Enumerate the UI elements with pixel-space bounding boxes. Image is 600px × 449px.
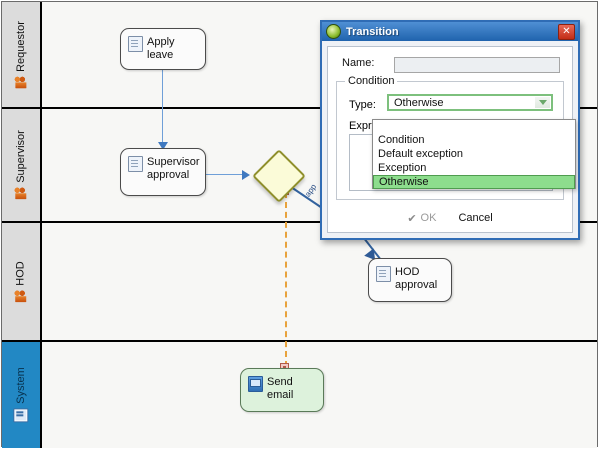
- lane-label-requestor: Requestor: [15, 20, 28, 72]
- node-label-send-email: Send email: [267, 376, 294, 401]
- ok-button-label: OK: [420, 212, 437, 224]
- people-icon: [14, 289, 28, 302]
- close-icon[interactable]: ✕: [558, 24, 575, 40]
- lane-hod[interactable]: HOD: [2, 223, 597, 342]
- dialog-title: Transition: [346, 25, 399, 38]
- document-icon: [128, 36, 143, 52]
- connector-supervisor-to-gateway-arrowhead: [242, 170, 250, 180]
- lane-label-system-wrap: System: [13, 367, 29, 423]
- type-select[interactable]: Otherwise: [387, 94, 553, 111]
- system-icon: [13, 408, 29, 423]
- lane-label-supervisor: Supervisor: [15, 130, 28, 183]
- lane-header-requestor[interactable]: Requestor: [2, 2, 42, 107]
- type-select-value: Otherwise: [394, 96, 444, 109]
- node-supervisor-approval[interactable]: Supervisor approval: [120, 148, 206, 196]
- lane-label-hod: HOD: [15, 260, 28, 286]
- name-row: Name:: [342, 57, 560, 73]
- node-hod-approval[interactable]: HOD approval: [368, 258, 452, 302]
- app-icon: [326, 24, 341, 39]
- type-dropdown-list[interactable]: Condition Default exception Exception Ot…: [372, 119, 576, 189]
- dropdown-spacer: [373, 120, 575, 133]
- dropdown-option-exception[interactable]: Exception: [378, 162, 427, 174]
- cancel-button-label: Cancel: [458, 212, 493, 224]
- connector-apply-to-supervisor[interactable]: [162, 69, 163, 144]
- ok-button[interactable]: ✔ OK: [403, 211, 440, 226]
- name-input[interactable]: [394, 57, 560, 73]
- name-label: Name:: [342, 57, 375, 69]
- document-icon: [128, 156, 143, 172]
- lane-label-system: System: [15, 367, 27, 404]
- lane-label-requestor-wrap: Requestor: [14, 20, 28, 89]
- node-label-hod-approval: HOD approval: [395, 266, 438, 291]
- dropdown-option-condition[interactable]: Condition: [378, 134, 425, 146]
- lane-system[interactable]: System: [2, 342, 597, 448]
- mail-icon: [248, 376, 263, 392]
- type-label: Type:: [349, 99, 376, 111]
- dropdown-option-otherwise[interactable]: Otherwise: [373, 175, 575, 189]
- cancel-button[interactable]: Cancel: [454, 211, 496, 225]
- chevron-down-icon[interactable]: [535, 97, 550, 108]
- node-send-email[interactable]: Send email: [240, 368, 324, 412]
- node-label-supervisor-approval: Supervisor approval: [147, 156, 200, 181]
- node-apply-leave[interactable]: Apply leave: [120, 28, 206, 70]
- check-icon: ✔: [407, 212, 417, 225]
- dialog-button-bar: ✔ OK Cancel: [328, 208, 572, 228]
- transition-dialog[interactable]: Transition ✕ Name: Condition Type: Other…: [320, 20, 580, 240]
- association-gateway-to-send-email[interactable]: [285, 192, 287, 367]
- people-icon: [14, 75, 28, 88]
- connector-supervisor-to-gateway[interactable]: [206, 174, 244, 175]
- connector-apply-to-supervisor-arrowhead: [158, 142, 168, 150]
- lane-label-supervisor-wrap: Supervisor: [14, 130, 28, 200]
- lane-body-hod: [42, 223, 597, 340]
- lane-header-system[interactable]: System: [2, 342, 42, 448]
- lane-header-hod[interactable]: HOD: [2, 223, 42, 340]
- people-icon: [14, 187, 28, 200]
- condition-group-label: Condition: [345, 75, 398, 87]
- document-icon: [376, 266, 391, 282]
- node-label-apply-leave: Apply leave: [147, 36, 175, 61]
- lane-label-hod-wrap: HOD: [14, 260, 28, 302]
- lane-header-supervisor[interactable]: Supervisor: [2, 109, 42, 221]
- dialog-titlebar[interactable]: Transition ✕: [322, 22, 578, 41]
- dropdown-option-default-exception[interactable]: Default exception: [378, 148, 463, 160]
